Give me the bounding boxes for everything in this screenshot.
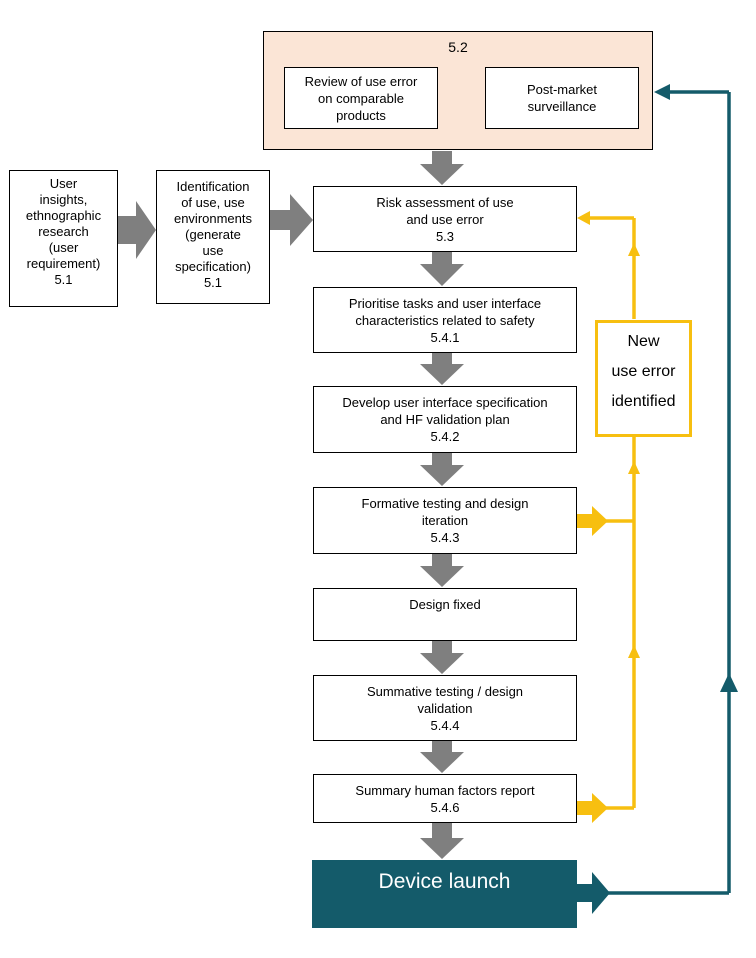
identification-text: Identification of use, use environments … (173, 179, 253, 274)
step-summative-testing-ref: 5.4.4 (430, 718, 460, 733)
step-design-fixed-title: Design fixed (409, 597, 481, 612)
flow-arrow-5.4.2-to-5.4.3 (420, 453, 464, 486)
step-develop-ui-spec-title: Develop user interface specification and… (342, 395, 548, 427)
identification-ref: 5.1 (203, 275, 223, 290)
step-develop-ui-spec-ref: 5.4.2 (430, 429, 460, 444)
user-insights-box: User insights, ethnographic research (us… (9, 170, 118, 307)
flow-arrow-5.4.4-to-5.4.6 (420, 741, 464, 773)
step-risk-assessment-title: Risk assessment of use and use error (376, 195, 514, 227)
flow-arrow-identification-to-5.3 (270, 194, 313, 246)
device-launch-text: Device launch (378, 870, 511, 893)
identification-box: Identification of use, use environments … (156, 170, 270, 304)
user-insights-ref: 5.1 (54, 272, 73, 287)
flow-arrow-5.4.3-to-design-fixed (420, 554, 464, 587)
post-market-text: Post-market surveillance (526, 82, 598, 114)
feedback-block-arrow-5.4.3 (576, 506, 608, 536)
new-use-error-box: New use error identified (595, 320, 692, 437)
step-formative-testing-title: Formative testing and design iteration (361, 496, 529, 528)
post-market-box: Post-market surveillance (485, 67, 639, 129)
step-summary-report-title: Summary human factors report (355, 783, 535, 798)
step-summative-testing: Summative testing / design validation 5.… (313, 675, 577, 741)
step-formative-testing: Formative testing and design iteration 5… (313, 487, 577, 554)
feedback-arrow-head-5.3 (577, 211, 590, 225)
flow-arrow-5.2-to-5.3 (420, 151, 464, 185)
step-formative-testing-ref: 5.4.3 (430, 530, 460, 545)
flow-arrow-5.3-to-5.4.1 (420, 252, 464, 286)
review-use-error-box: Review of use error on comparable produc… (284, 67, 438, 129)
new-use-error-text: New use error identified (611, 333, 676, 410)
group-5.2-label: 5.2 (448, 39, 468, 55)
teal-arrow-head-postmarket (654, 84, 670, 100)
step-risk-assessment: Risk assessment of use and use error 5.3 (313, 186, 577, 252)
feedback-block-arrow-5.4.6 (576, 793, 608, 823)
feedback-arrow-up-3 (628, 645, 640, 658)
teal-arrow-up (720, 673, 738, 692)
feedback-arrow-up-2 (628, 461, 640, 474)
step-summary-report-ref: 5.4.6 (430, 800, 460, 815)
flow-arrow-5.4.6-to-launch (420, 823, 464, 859)
step-prioritise-tasks-title: Prioritise tasks and user interface char… (348, 296, 542, 328)
step-prioritise-tasks-ref: 5.4.1 (430, 330, 460, 345)
flow-arrow-design-fixed-to-5.4.4 (420, 641, 464, 674)
step-prioritise-tasks: Prioritise tasks and user interface char… (313, 287, 577, 353)
step-risk-assessment-ref: 5.3 (435, 229, 455, 244)
review-use-error-text: Review of use error on comparable produc… (304, 74, 418, 123)
step-design-fixed: Design fixed (313, 588, 577, 641)
step-summary-report: Summary human factors report 5.4.6 (313, 774, 577, 823)
feedback-arrow-up-1 (628, 243, 640, 256)
teal-block-arrow-launch (576, 872, 610, 914)
user-insights-text: User insights, ethnographic research (us… (25, 176, 102, 271)
flow-arrow-5.1-to-identification (118, 201, 156, 259)
flow-arrow-5.4.1-to-5.4.2 (420, 353, 464, 385)
step-summative-testing-title: Summative testing / design validation (366, 684, 524, 716)
step-develop-ui-spec: Develop user interface specification and… (313, 386, 577, 453)
device-launch-box: Device launch (312, 860, 577, 928)
